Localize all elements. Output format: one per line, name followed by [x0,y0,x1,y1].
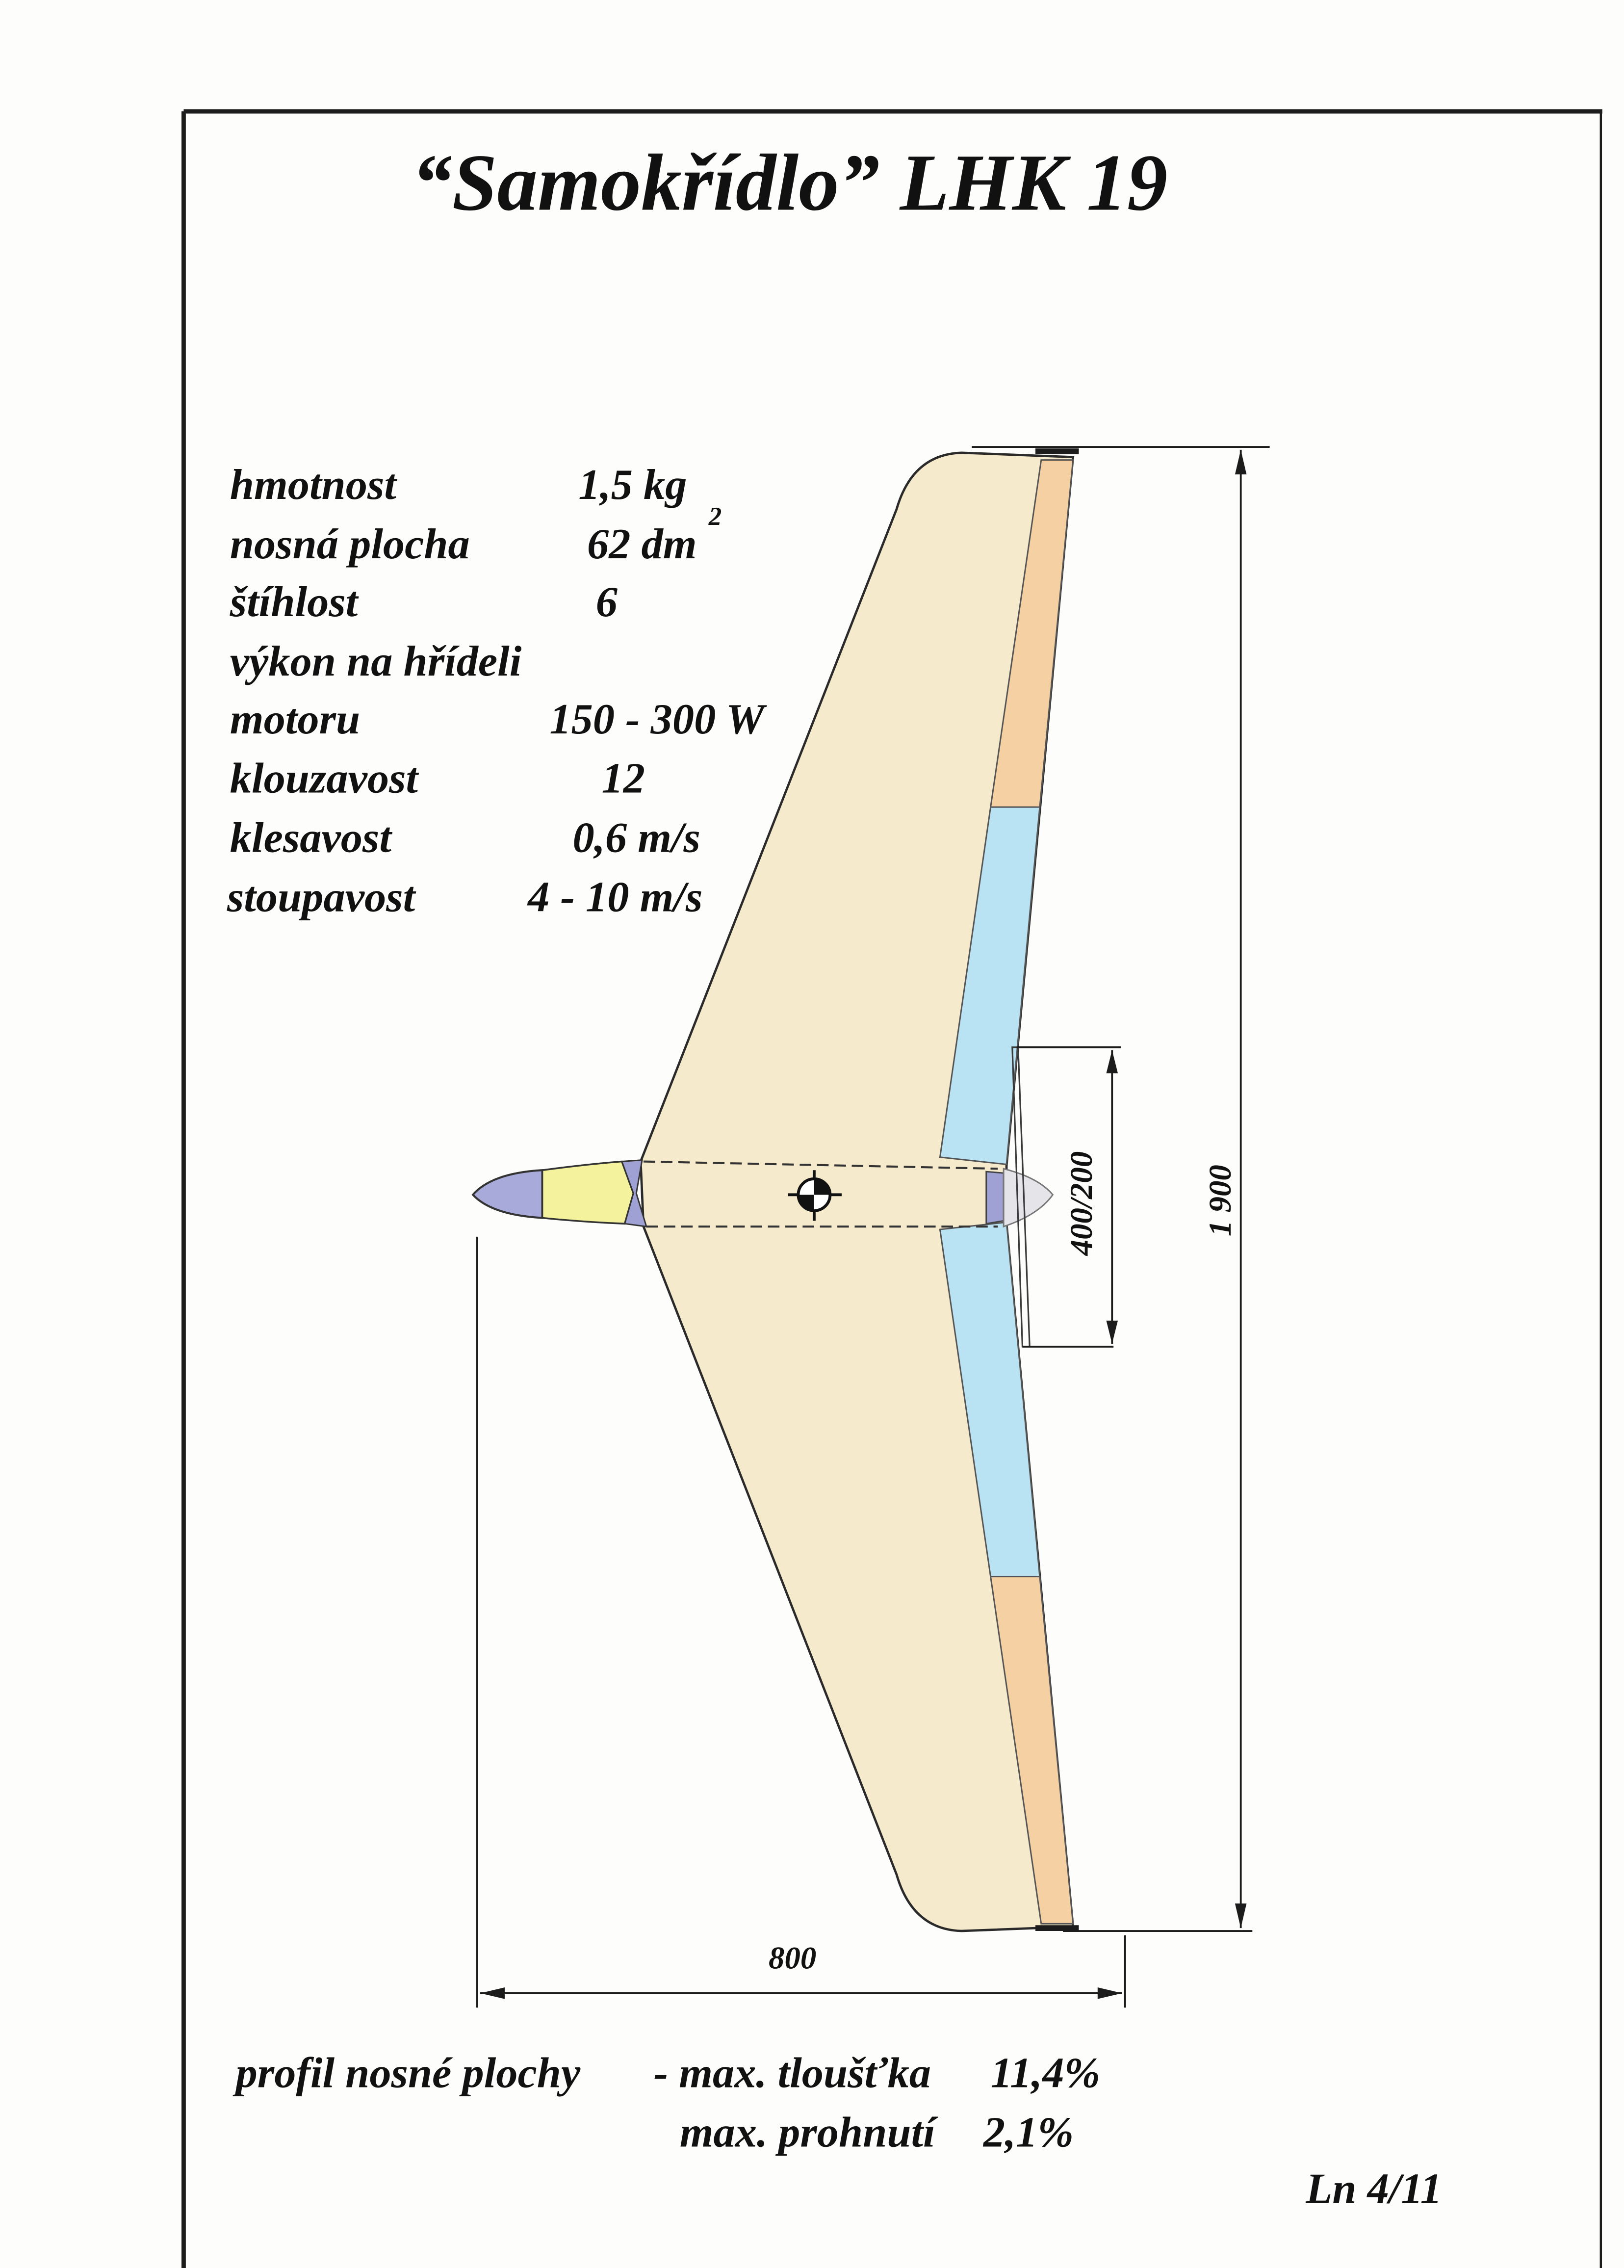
length-arrow-left [480,1987,505,1999]
spec-label: klouzavost [230,755,419,803]
length-arrow-right [1097,1987,1122,1999]
tail-joint-section [985,1171,1005,1225]
spec-label: štíhlost [230,578,359,626]
spec-label: výkon na hřídeli [230,637,522,685]
span-arrow-bottom [1235,1903,1247,1929]
sheet-frame [181,109,1602,2268]
spec-value-superscript: 2 [708,502,722,531]
propeller-dimension-label: 400/200 [1064,1151,1099,1257]
thickness-value: 11,4% [991,2049,1101,2097]
camber-label: max. prohnutí [680,2108,938,2156]
page-reference: Ln 4/11 [1305,2164,1442,2213]
propeller-arrow-top [1106,1050,1118,1073]
center-of-gravity-icon [788,1170,842,1221]
thickness-label: - max. tloušťka [654,2049,931,2097]
spec-list: hmotnost 1,5 kg nosná plocha 62 dm 2 ští… [227,461,767,921]
spec-value: 6 [596,578,618,626]
spec-value: 4 - 10 m/s [527,873,702,921]
cg-quadrant-top-right [814,1178,830,1195]
upper-inner-elevon [939,806,1041,1166]
propeller-arrow-bottom [1106,1320,1118,1344]
lower-outer-elevon [989,1576,1074,1925]
spec-value: 1,5 kg [578,461,687,509]
span-dimension [972,446,1270,1932]
spec-value: 150 - 300 W [549,695,767,743]
fuselage-joint-section [620,1159,647,1227]
cg-quadrant-bottom-left [798,1195,814,1211]
camber-value: 2,1% [982,2108,1074,2156]
spec-label: nosná plocha [230,520,470,568]
propeller-dimension [1016,1046,1121,1348]
spec-label: klesavost [230,814,393,862]
spec-label: motoru [230,695,360,743]
spec-value: 0,6 m/s [573,814,700,862]
spec-label: hmotnost [230,461,398,509]
flying-wing-drawing [471,448,1079,1932]
spec-value: 12 [602,755,645,803]
profile-notes: profil nosné plochy - max. tloušťka 11,4… [232,2049,1101,2156]
length-dimension [476,1236,1126,2008]
canopy-section [541,1160,635,1225]
length-dimension-label: 800 [769,1941,816,1976]
page-title: “Samokřídlo” LHK 19 [412,138,1167,228]
fuselage-top-hidden-line [643,1160,998,1170]
spec-label: stoupavost [227,873,416,921]
span-arrow-top [1235,449,1247,475]
span-dimension-label: 1 900 [1203,1165,1238,1236]
spec-value: 62 dm [587,520,697,568]
profile-label: profil nosné plochy [232,2049,581,2097]
